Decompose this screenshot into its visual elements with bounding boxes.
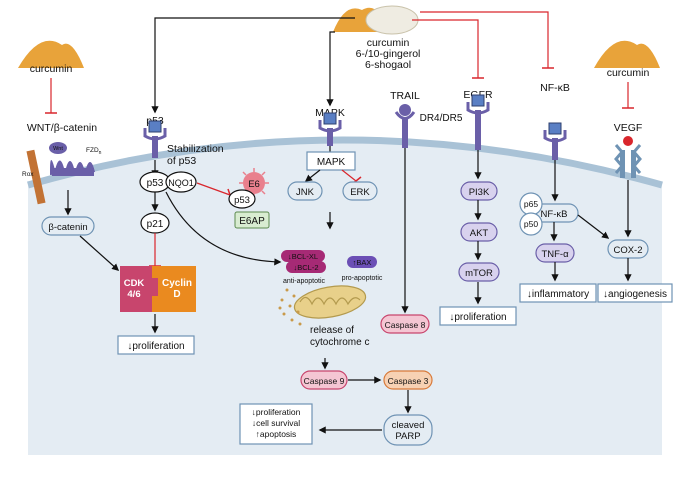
e6ap-label: E6AP [239, 216, 265, 227]
bax-pill [347, 256, 377, 268]
fzd-label: FZDn [86, 147, 102, 156]
cytochrome-dots-icon [278, 288, 302, 326]
arrow-to-p53 [151, 17, 355, 114]
p50-node [519, 212, 543, 236]
p53-small-label: p53 [234, 195, 250, 206]
nqo1-label: NQO1 [168, 178, 194, 188]
p21-label: p21 [147, 219, 164, 230]
p50-label: p50 [524, 219, 538, 229]
caspase3-box [383, 370, 433, 390]
parp-box [383, 414, 433, 446]
caspase3-label: Caspase 3 [388, 376, 429, 386]
prolif-left-label: ↓proliferation [127, 341, 184, 352]
erk-label: ERK [350, 187, 370, 198]
arrow-beta-to-cdk [79, 235, 120, 271]
pro-apoptotic-label: pro-apoptotic [342, 275, 383, 282]
caspase8-label: Caspase 8 [385, 320, 426, 330]
arrow-nfkb-cox2 [577, 214, 610, 239]
source-right-label: curcumin [607, 67, 650, 79]
nfkb-box-label: NF-κB [541, 209, 568, 220]
vegf-label: VEGF [614, 122, 643, 134]
inhibit-egfr [412, 19, 479, 78]
nfkb-receptor-label: NF-κB [540, 82, 570, 94]
curcumin-top-icon [333, 5, 419, 35]
prolif-egfr-label: ↓proliferation [449, 312, 506, 323]
arrow-to-mapk [326, 31, 335, 107]
tnf-label: TNF-α [541, 249, 569, 260]
pi3k-box [460, 181, 498, 201]
inhibit-mapk-erk [341, 169, 357, 182]
mapk-receptor-icon [318, 112, 342, 146]
caspase9-label: Caspase 9 [304, 376, 345, 386]
p53-small-node [228, 189, 256, 209]
inflammatory-label: ↓inflammatory [527, 289, 589, 300]
caspase8-box [380, 314, 430, 334]
curcumin-right-icon [594, 40, 660, 68]
angiogenesis-box [597, 283, 673, 303]
curcumin-left-icon [18, 40, 84, 68]
akt-label: AKT [470, 228, 489, 239]
mapk-box-label: MAPK [317, 157, 346, 168]
wnt-label: Wnt [53, 146, 63, 152]
mitochondrion-icon [293, 285, 367, 319]
akt-box [460, 222, 498, 242]
egfr-receptor-icon [466, 94, 490, 150]
beta-catenin-label: β-catenin [48, 222, 87, 233]
caspase9-box [300, 370, 348, 390]
angiogenesis-label: ↓angiogenesis [603, 289, 667, 300]
fzd-receptor-icon [26, 142, 95, 205]
cell-membrane [27, 136, 663, 189]
nqo1-node [165, 171, 197, 193]
arrow-p53-to-bcl [165, 191, 282, 266]
mapk-box [306, 151, 356, 171]
p53-node-label: p53 [147, 178, 164, 189]
p65-label: p65 [524, 199, 538, 209]
bcl-2-pill [286, 261, 326, 273]
beta-catenin-box [41, 216, 95, 236]
inhibit-e6 [196, 182, 231, 196]
outcome-label: ↓proliferation↓cell survival↑apoptosis [252, 407, 301, 439]
anti-apoptotic-label: anti-apoptotic [283, 278, 326, 285]
prolif-left-box [117, 335, 195, 355]
bcl-2-label: ↓BCL-2 [293, 263, 318, 272]
trail-label: TRAIL [390, 90, 420, 102]
vegf-receptor-icon [614, 136, 642, 178]
mtor-label: mTOR [465, 268, 493, 279]
wnt-title: WNT/β-catenin [27, 122, 97, 134]
bax-label: ↑BAX [353, 258, 372, 267]
bcl-xl-pill [281, 250, 325, 262]
pi3k-label: PI3K [469, 187, 490, 198]
arrow-mapk-jnk [304, 169, 321, 182]
erk-box [342, 181, 378, 201]
cdk-block [120, 266, 158, 312]
e6ap-box [234, 211, 270, 229]
jnk-box [287, 181, 323, 201]
mtor-box [458, 262, 500, 282]
inhibit-nfkb [420, 11, 549, 68]
dr-label: DR4/DR5 [420, 113, 463, 124]
outcome-box [239, 403, 313, 445]
inflammatory-box [519, 283, 597, 303]
prolif-egfr-box [439, 306, 517, 326]
p53-receptor-icon [143, 120, 167, 158]
e6-label: E6 [248, 179, 260, 190]
trail-receptor-icon [394, 104, 416, 148]
nfkb-receptor-icon [543, 122, 567, 160]
cyclin-block [152, 266, 196, 312]
rox-label: Rox [22, 171, 34, 178]
source-left-label: curcumin [30, 63, 73, 75]
bcl-xl-label: ↓BCL-XL [288, 252, 318, 261]
jnk-label: JNK [296, 187, 315, 198]
cox2-label: COX-2 [613, 245, 642, 256]
